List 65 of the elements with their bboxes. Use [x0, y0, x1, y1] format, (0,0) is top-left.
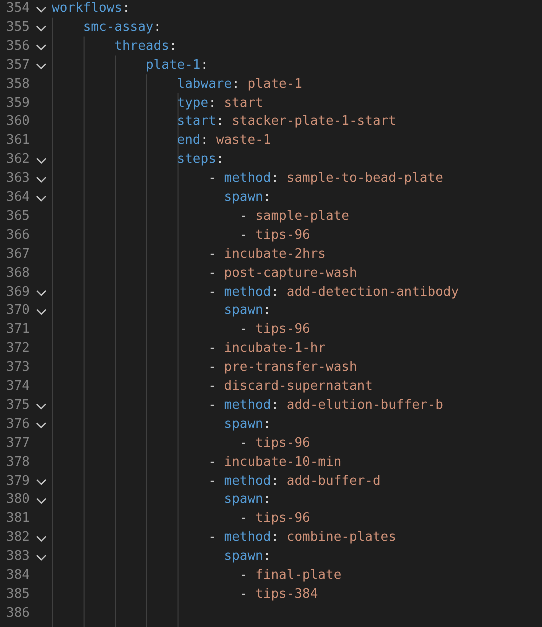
code-line: type: start — [177, 94, 264, 112]
line-number: 355 — [6, 18, 30, 37]
code-line: labware: plate-1 — [177, 76, 303, 94]
line-number: 365 — [6, 208, 30, 226]
code-line: spawn: — [224, 302, 272, 320]
line-number: 370 — [6, 302, 30, 320]
line-number: 385 — [6, 586, 30, 604]
line-number: 357 — [6, 56, 30, 75]
line-number: 368 — [6, 264, 30, 283]
line-number: 384 — [6, 567, 30, 585]
line-number: 358 — [6, 76, 30, 94]
line-number: 356 — [6, 38, 30, 56]
code-line: - method: add-buffer-d — [208, 472, 381, 490]
code-line: plate-1: — [146, 56, 209, 75]
code-line: - incubate-1-hr — [208, 340, 326, 358]
line-number: 366 — [6, 226, 30, 245]
code-line: - tips-384 — [240, 586, 318, 604]
line-number: 380 — [6, 491, 30, 510]
code-line: - method: combine-plates — [208, 529, 396, 548]
code-line: - method: sample-to-bead-plate — [208, 170, 444, 188]
code-line: end: waste-1 — [177, 132, 272, 150]
line-number: 386 — [6, 604, 30, 623]
code-line: - tips-96 — [240, 226, 310, 245]
code-line: steps: — [177, 151, 224, 170]
line-number: 369 — [6, 284, 30, 302]
code-line: - method: add-detection-antibody — [208, 284, 460, 302]
code-line: - discard-supernatant — [208, 378, 373, 396]
code-line: - tips-96 — [240, 510, 310, 528]
code-line: - pre-transfer-wash — [208, 359, 358, 378]
code-line: - sample-plate — [240, 208, 350, 226]
code-line: start: stacker-plate-1-start — [177, 113, 396, 132]
line-number: 378 — [6, 454, 30, 472]
line-number: 372 — [6, 340, 30, 358]
line-number: 364 — [6, 189, 30, 207]
line-number: 367 — [6, 246, 30, 264]
line-number: 379 — [6, 472, 30, 490]
code-line: - post-capture-wash — [208, 264, 358, 283]
line-number: 359 — [6, 94, 30, 112]
line-number: 383 — [6, 548, 30, 566]
line-number: 375 — [6, 396, 30, 415]
line-number: 361 — [6, 132, 30, 150]
code-line: threads: — [114, 38, 178, 56]
code-line: spawn: — [224, 491, 272, 510]
line-number: 363 — [6, 170, 30, 188]
code-line: - method: add-elution-buffer-b — [208, 396, 444, 415]
code-line: workflows: — [52, 0, 130, 18]
line-number: 371 — [6, 321, 30, 340]
line-number: 354 — [6, 0, 30, 18]
code-line: spawn: — [224, 416, 272, 434]
line-number: 362 — [6, 151, 30, 170]
code-line: smc-assay: — [83, 18, 162, 37]
line-number: 376 — [6, 416, 30, 434]
code-line: spawn: — [224, 548, 272, 566]
code-line: - incubate-10-min — [208, 454, 342, 472]
code-line: - incubate-2hrs — [208, 246, 326, 264]
line-number: 373 — [6, 359, 30, 378]
code-line: - tips-96 — [240, 321, 310, 340]
code-line: - tips-96 — [240, 434, 310, 453]
line-number: 374 — [6, 378, 30, 396]
line-number: 360 — [6, 113, 30, 132]
code-line: - final-plate — [240, 567, 342, 585]
line-number: 381 — [6, 510, 30, 528]
line-number: 382 — [6, 529, 30, 548]
line-number: 377 — [6, 434, 30, 453]
code-line: spawn: — [224, 189, 272, 207]
